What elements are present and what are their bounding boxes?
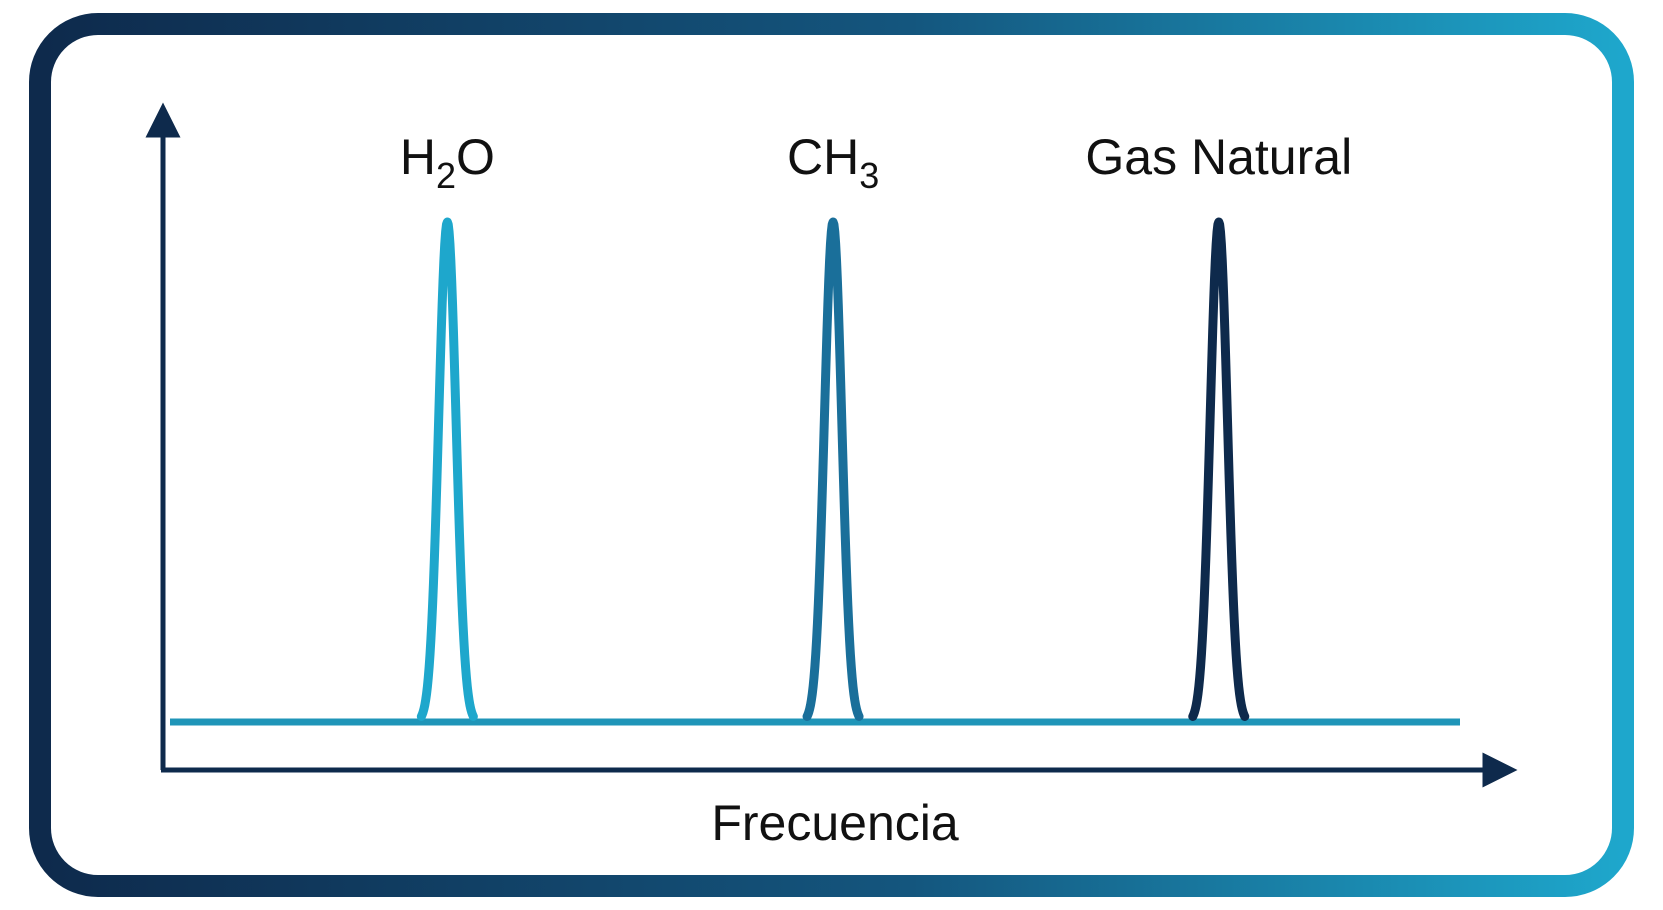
peak-label-0-part-0: H bbox=[400, 129, 436, 185]
peak-label-0-part-1: 2 bbox=[436, 155, 456, 196]
peak-2 bbox=[1188, 217, 1250, 721]
peak-label-1: CH3 bbox=[787, 129, 879, 196]
peak-0 bbox=[416, 217, 478, 721]
peak-label-2: Gas Natural bbox=[1085, 129, 1352, 185]
x-axis-label: Frecuencia bbox=[711, 795, 959, 851]
peak-label-0-part-2: O bbox=[456, 129, 495, 185]
frame-border bbox=[29, 13, 1634, 897]
peak-label-0: H2O bbox=[400, 129, 495, 196]
peak-label-1-part-1: 3 bbox=[859, 155, 879, 196]
peak-label-2-part-0: Gas Natural bbox=[1085, 129, 1352, 185]
peaks-group bbox=[416, 217, 1250, 721]
peak-1 bbox=[802, 217, 864, 721]
peak-label-1-part-0: CH bbox=[787, 129, 859, 185]
peak-labels-group: H2O CH3 Gas Natural bbox=[400, 129, 1352, 196]
